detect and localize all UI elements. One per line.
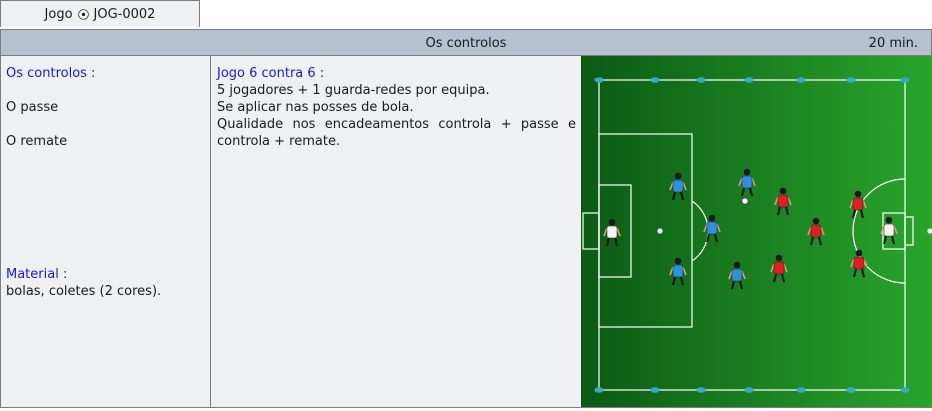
cone: [744, 387, 754, 393]
soccer-ball-icon: [77, 8, 89, 20]
cone: [900, 387, 910, 393]
cone: [796, 387, 806, 393]
description-column: Jogo 6 contra 6 : 5 jogadores + 1 guarda…: [211, 56, 581, 407]
player-red: [807, 217, 825, 246]
cone: [900, 77, 910, 83]
tab-prefix: Jogo: [44, 6, 73, 22]
objectives-column: Os controlos : O passe O remate Material…: [1, 56, 211, 407]
objective-item: O remate: [6, 134, 68, 149]
description-line: 5 jogadores + 1 guarda-redes por equipa.: [217, 83, 490, 98]
player-blue: [738, 168, 756, 197]
player-blue: [728, 261, 746, 290]
player-red: [774, 187, 792, 216]
cone: [846, 77, 856, 83]
cones: [594, 77, 910, 393]
player-red: [770, 254, 788, 283]
description-line: Se aplicar nas posses de bola.: [217, 100, 414, 115]
cone: [846, 387, 856, 393]
cone: [594, 77, 604, 83]
game-tab[interactable]: Jogo JOG-0002: [0, 0, 200, 27]
pitch-diagram: [581, 56, 932, 407]
player-red: [850, 249, 868, 278]
description-heading: Jogo 6 contra 6 :: [217, 66, 325, 81]
material-heading: Material :: [6, 267, 68, 282]
objective-item: O passe: [6, 100, 59, 115]
player-blue: [669, 172, 687, 201]
player-blue: [703, 214, 721, 243]
soccer-pitch-diagram: [581, 56, 932, 407]
cone: [696, 77, 706, 83]
player-keeper: [603, 218, 621, 247]
players: [603, 168, 898, 290]
material-section: Material : bolas, coletes (2 cores).: [6, 266, 161, 300]
game-code: JOG-0002: [93, 6, 156, 22]
cone: [594, 387, 604, 393]
cone: [696, 387, 706, 393]
cone: [650, 77, 660, 83]
grass-background: [581, 56, 932, 407]
player-keeper: [880, 216, 898, 245]
cone: [744, 77, 754, 83]
duration-label: 20 min.: [868, 36, 918, 51]
session-header: Os controlos 20 min.: [0, 29, 932, 56]
cone: [650, 387, 660, 393]
header-title: Os controlos: [425, 36, 507, 51]
description-paragraph: Qualidade nos encadeamentos controla + p…: [217, 117, 576, 149]
material-text: bolas, coletes (2 cores).: [6, 284, 162, 299]
player-blue: [669, 257, 687, 286]
cone: [796, 77, 806, 83]
objectives-heading: Os controlos :: [6, 66, 96, 81]
ball: [741, 197, 749, 205]
player-red: [849, 190, 867, 219]
session-body: Os controlos : O passe O remate Material…: [0, 56, 932, 408]
